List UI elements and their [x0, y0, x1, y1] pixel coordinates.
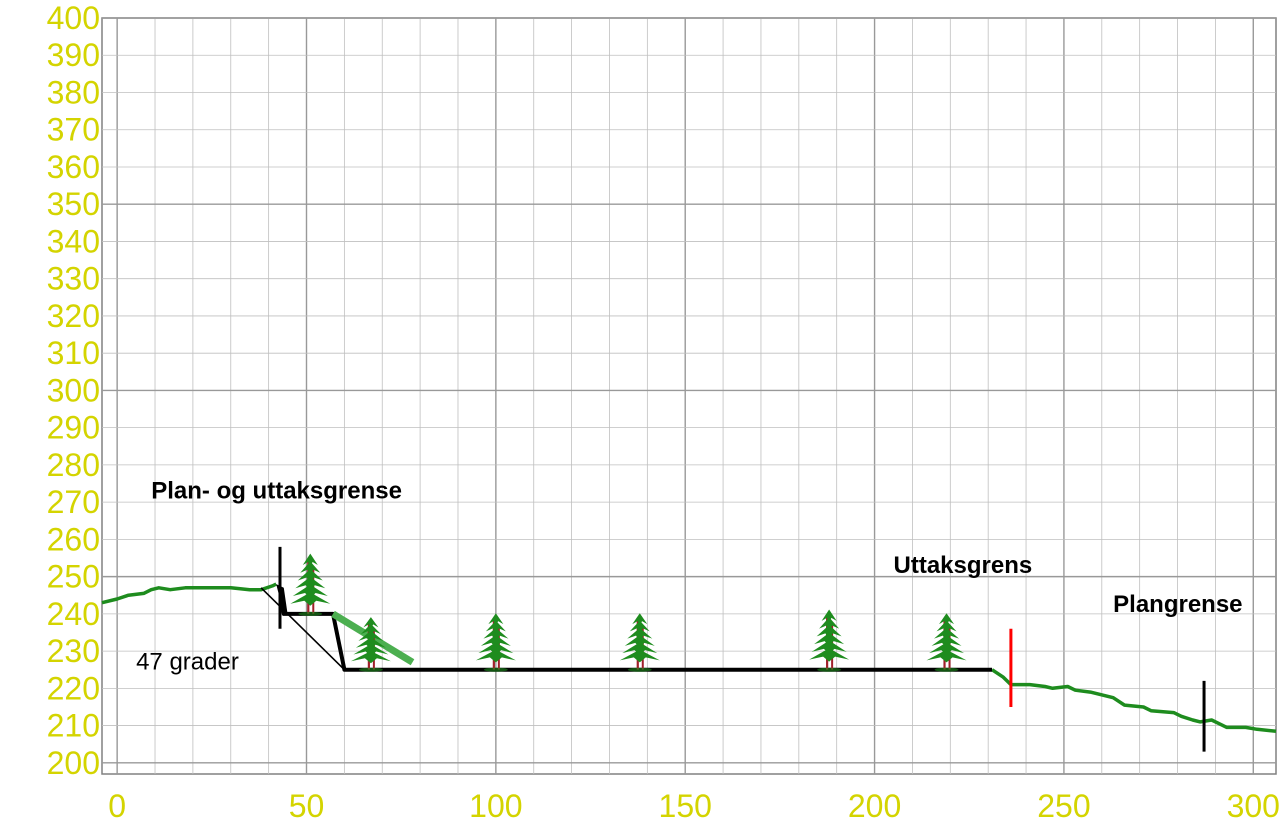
tree-icon — [619, 613, 660, 672]
y-tick-label: 330 — [47, 261, 100, 297]
annotation-plan-og-uttaksgrense: Plan- og uttaksgrense — [151, 477, 402, 504]
x-tick-label: 150 — [659, 788, 712, 824]
annotation-plangrense: Plangrense — [1113, 591, 1242, 618]
x-axis-tick-labels: 0 50 100 150 200 250 300 — [108, 788, 1280, 824]
y-tick-label: 370 — [47, 112, 100, 148]
y-tick-label: 270 — [47, 484, 100, 520]
tree-icon — [926, 613, 967, 672]
y-tick-label: 340 — [47, 223, 100, 259]
y-tick-label: 360 — [47, 149, 100, 185]
y-tick-label: 290 — [47, 410, 100, 446]
y-tick-label: 250 — [47, 559, 100, 595]
x-tick-label: 250 — [1037, 788, 1090, 824]
annotation-uttaksgrens: Uttaksgrens — [894, 552, 1033, 579]
series-terrain-left — [101, 582, 277, 605]
y-tick-label: 230 — [47, 633, 100, 669]
x-tick-label: 300 — [1227, 788, 1280, 824]
series-slope-angle-line — [260, 587, 345, 671]
y-tick-label: 210 — [47, 708, 100, 744]
y-tick-label: 200 — [47, 745, 100, 781]
y-tick-label: 380 — [47, 74, 100, 110]
y-tick-label: 390 — [47, 37, 100, 73]
y-tick-label: 320 — [47, 298, 100, 334]
series-terrain-right — [991, 668, 1277, 733]
tree-icon — [350, 617, 391, 672]
y-tick-label: 300 — [47, 372, 100, 408]
y-axis-tick-labels: 2002102202302402502602702802903003103203… — [47, 0, 100, 781]
y-tick-label: 220 — [47, 670, 100, 706]
grid — [101, 17, 1277, 775]
x-tick-label: 200 — [848, 788, 901, 824]
plot-area — [101, 17, 1277, 775]
x-tick-label: 100 — [469, 788, 522, 824]
annotation-47-grader: 47 grader — [136, 649, 239, 676]
y-tick-label: 310 — [47, 335, 100, 371]
boundary-markers — [278, 546, 1206, 752]
trees — [290, 553, 967, 672]
y-tick-label: 280 — [47, 447, 100, 483]
tree-icon — [809, 609, 850, 672]
x-tick-label: 0 — [108, 788, 126, 824]
y-tick-label: 260 — [47, 521, 100, 557]
y-tick-label: 240 — [47, 596, 100, 632]
x-tick-label: 50 — [289, 788, 325, 824]
tree-icon — [475, 613, 516, 672]
y-tick-label: 350 — [47, 186, 100, 222]
y-tick-label: 400 — [47, 0, 100, 36]
tree-icon — [290, 553, 331, 616]
